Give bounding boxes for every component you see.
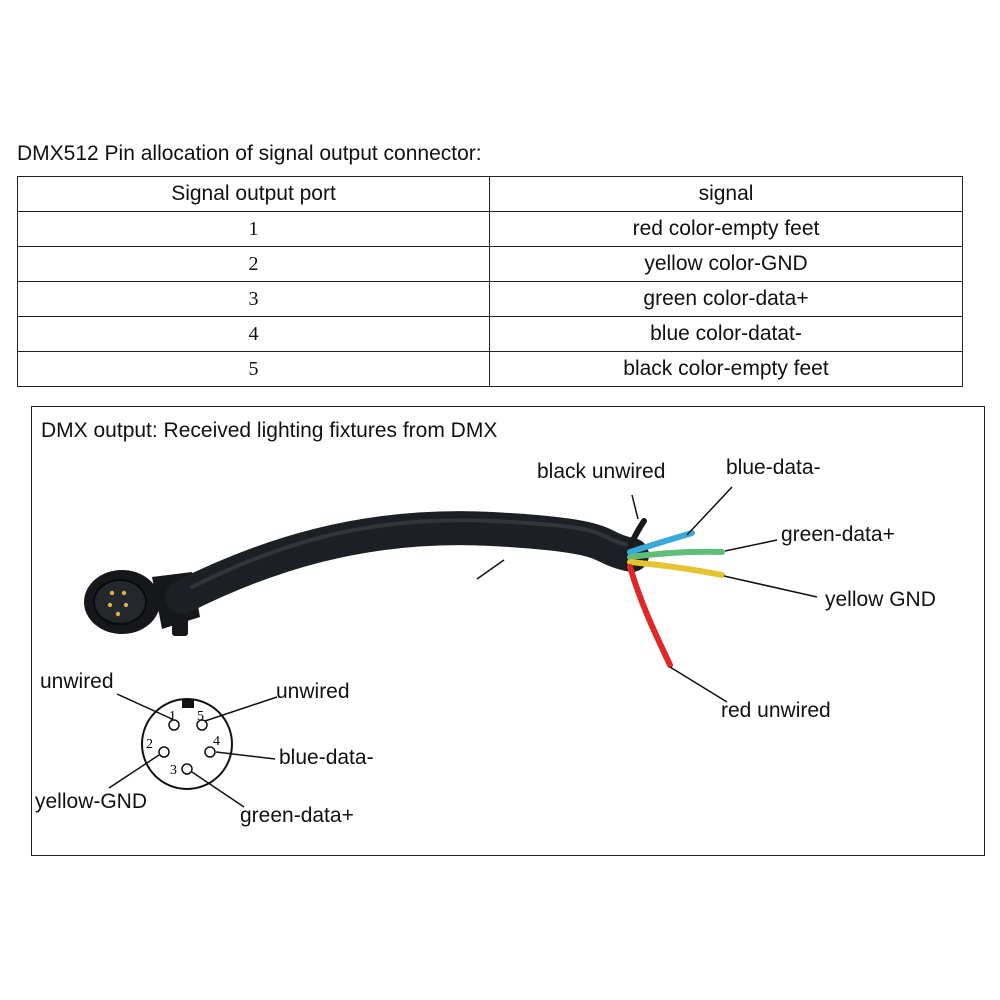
green-wire-label: green-data+ <box>781 523 895 546</box>
signal-cell: red color-empty feet <box>489 211 963 247</box>
pin-number: 1 <box>169 709 176 724</box>
red-wire <box>627 564 673 668</box>
signal-cell: blue color-datat- <box>489 316 963 352</box>
column-header-port: Signal output port <box>17 176 490 212</box>
table-row: 3 green color-data+ <box>17 281 963 317</box>
signal-cell: yellow color-GND <box>489 246 963 282</box>
port-cell: 2 <box>17 246 490 282</box>
pin-number: 3 <box>170 763 177 778</box>
table-row: 5 black color-empty feet <box>17 351 963 387</box>
yellow-wire <box>627 559 725 578</box>
black-wire <box>627 518 647 550</box>
signal-cell: green color-data+ <box>489 281 963 317</box>
table-row: 1 red color-empty feet <box>17 211 963 247</box>
blue-wire-label: blue-data- <box>726 456 821 479</box>
blue-wire <box>627 530 695 555</box>
pin-allocation-table: Signal output port signal 1 red color-em… <box>17 176 963 387</box>
green-wire <box>627 548 725 560</box>
pin1-label: unwired <box>40 670 114 693</box>
table-row: 4 blue color-datat- <box>17 316 963 352</box>
cable-jacket <box>165 511 649 614</box>
port-cell: 1 <box>17 211 490 247</box>
red-wire-label: red unwired <box>721 699 831 722</box>
table-row: 2 yellow color-GND <box>17 246 963 282</box>
port-cell: 4 <box>17 316 490 352</box>
pin2-label: yellow-GND <box>35 790 148 813</box>
dmx-output-panel: DMX output: Received lighting fixtures f… <box>31 406 985 856</box>
black-wire-label: black unwired <box>537 460 666 483</box>
cable-illustration: 1 2 3 4 5 <box>84 486 818 808</box>
pin5-label: unwired <box>276 680 350 703</box>
pin3-label: green-data+ <box>240 804 354 827</box>
pin4-label: blue-data- <box>279 746 374 769</box>
table-title: DMX512 Pin allocation of signal output c… <box>17 142 482 165</box>
pin-number: 2 <box>146 737 153 752</box>
pin-number: 4 <box>213 734 220 749</box>
table-header-row: Signal output port signal <box>17 176 963 212</box>
port-cell: 5 <box>17 351 490 387</box>
yellow-wire-label: yellow GND <box>825 588 936 611</box>
din-pinout-icon: 1 2 3 4 5 <box>141 698 233 790</box>
column-header-signal: signal <box>489 176 963 212</box>
port-cell: 3 <box>17 281 490 317</box>
panel-title: DMX output: Received lighting fixtures f… <box>41 419 498 442</box>
signal-cell: black color-empty feet <box>489 351 963 387</box>
pin-number: 5 <box>197 709 204 724</box>
